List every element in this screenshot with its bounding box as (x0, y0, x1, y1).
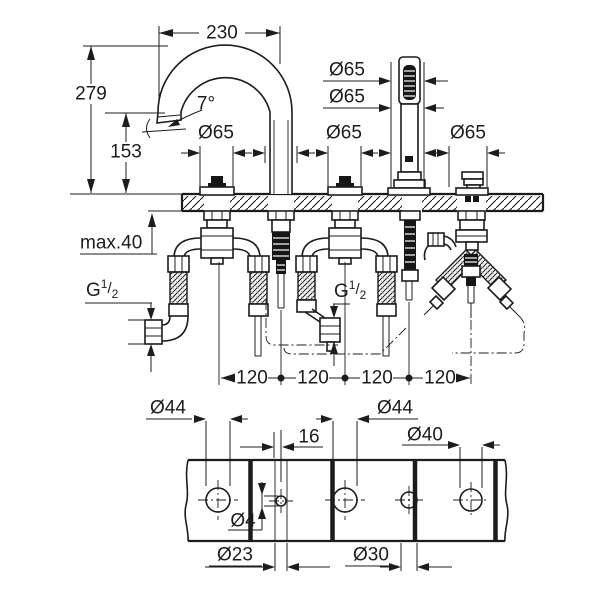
dim-g-half-1: G1/2 (85, 277, 155, 372)
label-spout-height: 153 (110, 142, 142, 163)
label-spacing-4: 120 (424, 368, 456, 389)
label-dia40: Ø40 (407, 425, 443, 446)
dim-230: 230 (158, 23, 281, 104)
hose-routing-centerlines (218, 262, 526, 385)
label-dia44-2: Ø44 (377, 398, 413, 419)
label-dia44-1: Ø44 (150, 398, 186, 419)
dim-279: 279 (69, 45, 168, 193)
label-angle: 7° (197, 94, 215, 115)
dim-g-half-2: G1/2 (330, 278, 367, 366)
spout-below-deck (267, 210, 295, 309)
hole-centerlines (198, 480, 489, 520)
dim-dia4: Ø4 (228, 482, 278, 532)
label-dia65-3: Ø65 (198, 123, 234, 144)
label-dia4: Ø4 (230, 511, 256, 532)
dim-dia40: Ø40 (402, 425, 500, 488)
dim-dia65-row: Ø65 Ø65 Ø65 (181, 123, 505, 187)
upper-section-view (70, 44, 545, 385)
label-spacing-1: 120 (236, 368, 268, 389)
label-height: 279 (75, 84, 107, 105)
diverter-above-deck (455, 171, 489, 202)
shower-hose-below-deck (399, 210, 457, 301)
dim-120-chain: 120 120 120 120 (221, 368, 470, 389)
label-spacing-3: 120 (361, 368, 393, 389)
dim-16: 16 (240, 427, 323, 482)
label-g-thread-2: G1/2 (334, 278, 367, 302)
valve1-above-deck (199, 176, 235, 196)
valve1-below-deck (144, 210, 270, 357)
dim-dia30: Ø30 (345, 543, 452, 571)
valve2-below-deck (295, 210, 398, 357)
label-g-thread-1: G1/2 (86, 277, 119, 301)
label-dia65-4: Ø65 (326, 123, 362, 144)
label-max-thickness: max.40 (80, 233, 142, 254)
valve2-above-deck (327, 176, 363, 196)
dim-angle: 7° (141, 94, 215, 139)
hand-shower (387, 56, 431, 196)
label-dia23: Ø23 (217, 545, 253, 566)
diverter-below-deck (423, 210, 519, 318)
dim-dia44-1: Ø44 (146, 398, 248, 486)
plan-view: Ø44 Ø44 16 Ø40 (146, 398, 509, 571)
dim-max40: max.40 (80, 213, 157, 255)
label-spacing-2: 120 (297, 368, 329, 389)
label-dia65-5: Ø65 (450, 123, 486, 144)
label-reach: 230 (206, 23, 238, 44)
deck-section (70, 192, 545, 213)
label-dia30: Ø30 (353, 545, 389, 566)
dim-dia23: Ø23 (205, 543, 330, 571)
dim-153: 153 (104, 112, 165, 193)
upper-dimensions: 230 279 153 7° (69, 23, 505, 389)
label-offset16: 16 (298, 427, 319, 448)
label-dia65-2: Ø65 (329, 87, 365, 108)
label-dia65-1: Ø65 (329, 60, 365, 81)
dim-dia44-2: Ø44 (316, 398, 418, 486)
deck-hatching (182, 196, 543, 210)
dim-dia65-shower: Ø65 Ø65 (323, 60, 448, 188)
